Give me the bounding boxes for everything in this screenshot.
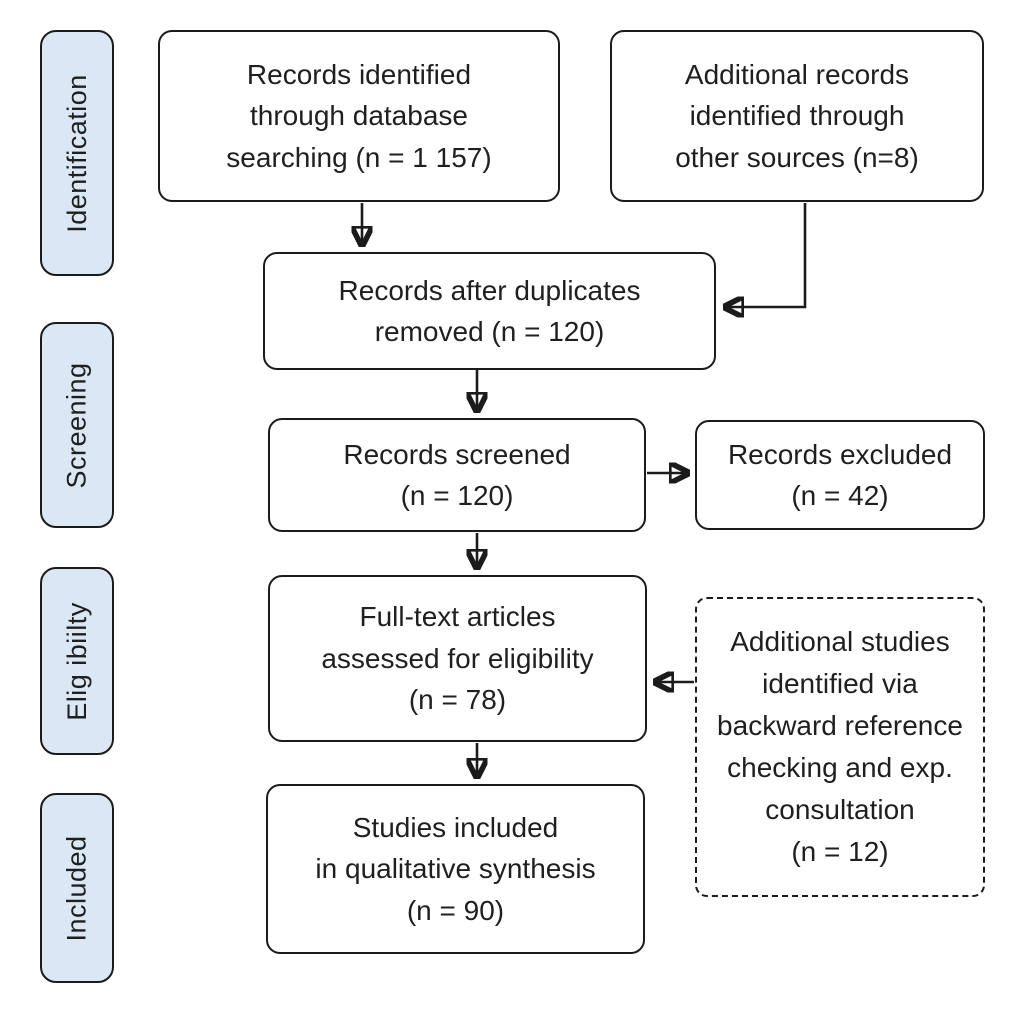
stage-screening: Screening xyxy=(40,322,114,528)
box-additional-studies-text: Additional studies identified via backwa… xyxy=(717,626,963,867)
stage-eligibility-label: Elig ibiilty xyxy=(61,601,92,721)
stage-included: Included xyxy=(40,793,114,983)
box-records-screened: Records screened (n = 120) xyxy=(268,418,646,532)
box-additional-studies: Additional studies identified via backwa… xyxy=(695,597,985,897)
box-studies-included: Studies included in qualitative synthesi… xyxy=(266,784,645,954)
stage-eligibility: Elig ibiilty xyxy=(40,567,114,755)
stage-included-label: Included xyxy=(61,834,92,942)
box-duplicates-removed-text: Records after duplicates removed (n = 12… xyxy=(338,274,641,347)
arrow-additional-to-duplicates xyxy=(726,203,807,307)
stage-screening-label: Screening xyxy=(61,361,92,489)
stage-identification-label: Identification xyxy=(61,73,92,233)
box-fulltext-assessed: Full-text articles assessed for eligibil… xyxy=(268,575,647,742)
box-studies-included-text: Studies included in qualitative synthesi… xyxy=(315,811,596,926)
box-records-screened-text: Records screened (n = 120) xyxy=(343,438,571,511)
box-duplicates-removed: Records after duplicates removed (n = 12… xyxy=(263,252,716,370)
box-records-excluded-text: Records excluded (n = 42) xyxy=(727,438,953,511)
stage-identification: Identification xyxy=(40,30,114,276)
box-records-identified: Records identified through database sear… xyxy=(158,30,560,202)
box-records-excluded: Records excluded (n = 42) xyxy=(695,420,985,530)
box-fulltext-assessed-text: Full-text articles assessed for eligibil… xyxy=(321,601,594,716)
box-records-identified-text: Records identified through database sear… xyxy=(226,58,492,173)
box-additional-records-text: Additional records identified through ot… xyxy=(675,58,919,173)
box-additional-records: Additional records identified through ot… xyxy=(610,30,984,202)
